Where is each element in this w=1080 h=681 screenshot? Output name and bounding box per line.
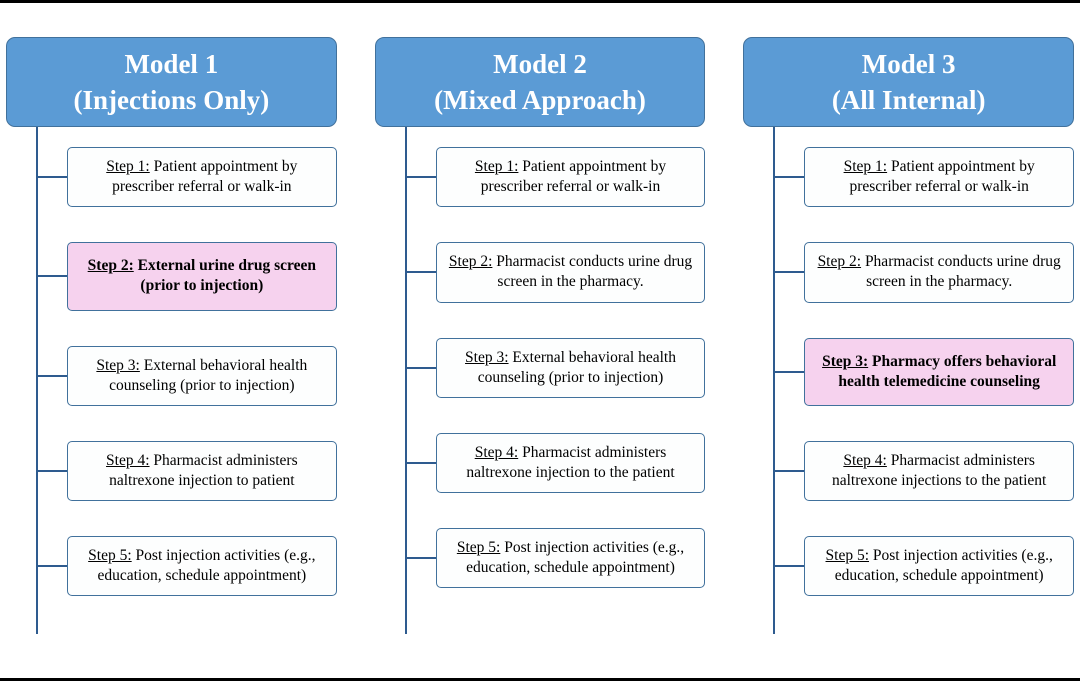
step-row: Step 5: Post injection activities (e.g.,… bbox=[405, 528, 706, 589]
step-text: Pharmacist administers naltrexone inject… bbox=[832, 451, 1047, 489]
model-3-header: Model 3 (All Internal) bbox=[743, 37, 1075, 127]
step-label: Step 4: bbox=[106, 451, 150, 469]
vertical-connector-line bbox=[404, 127, 407, 634]
step-label: Step 5: bbox=[456, 539, 501, 557]
step-box-model3-step3: Step 3: Pharmacy offers behavioral healt… bbox=[804, 337, 1075, 406]
horizontal-connector-line bbox=[37, 176, 67, 179]
step-row: Step 1: Patient appointment by prescribe… bbox=[37, 147, 337, 208]
horizontal-connector-line bbox=[774, 469, 805, 472]
step-text: Patient appointment by prescriber referr… bbox=[849, 158, 1035, 196]
step-box-model1-step1: Step 1: Patient appointment by prescribe… bbox=[67, 147, 337, 208]
step-row: Step 2: Pharmacist conducts urine drug s… bbox=[774, 242, 1075, 303]
step-row: Step 5: Post injection activities (e.g.,… bbox=[37, 536, 337, 597]
step-text: Pharmacy offers behavioral health teleme… bbox=[838, 352, 1057, 390]
step-box-model2-step2: Step 2: Pharmacist conducts urine drug s… bbox=[435, 242, 706, 303]
step-box-model3-step1: Step 1: Patient appointment by prescribe… bbox=[804, 147, 1075, 208]
horizontal-connector-line bbox=[405, 271, 436, 274]
step-text: Pharmacist conducts urine drug screen in… bbox=[861, 253, 1061, 291]
step-box-model2-step3: Step 3: External behavioral health couns… bbox=[435, 337, 706, 398]
step-row: Step 2: External urine drug screen (prio… bbox=[37, 242, 337, 311]
horizontal-connector-line bbox=[37, 469, 67, 472]
step-row: Step 3: External behavioral health couns… bbox=[405, 337, 706, 398]
horizontal-connector-line bbox=[405, 461, 436, 464]
step-label: Step 1: bbox=[106, 158, 150, 175]
vertical-connector-line bbox=[773, 127, 776, 634]
step-label: Step 1: bbox=[843, 158, 888, 175]
step-box-model2-step1: Step 1: Patient appointment by prescribe… bbox=[435, 147, 706, 208]
step-box-model1-step3: Step 3: External behavioral health couns… bbox=[67, 345, 337, 406]
step-label: Step 3: bbox=[465, 348, 509, 366]
model-2-header: Model 2 (Mixed Approach) bbox=[374, 37, 706, 127]
model-1-header: Model 1 (Injections Only) bbox=[6, 37, 337, 127]
step-box-model2-step5: Step 5: Post injection activities (e.g.,… bbox=[435, 528, 706, 589]
step-label: Step 2: bbox=[448, 253, 493, 271]
horizontal-connector-line bbox=[774, 176, 805, 179]
step-label: Step 5: bbox=[88, 547, 132, 565]
horizontal-connector-line bbox=[774, 370, 805, 373]
step-row: Step 3: External behavioral health couns… bbox=[37, 345, 337, 406]
model-2-column: Model 2 (Mixed Approach) Step 1: Patient… bbox=[374, 3, 706, 678]
step-row: Step 4: Pharmacist administers naltrexon… bbox=[774, 440, 1075, 502]
step-box-model1-step4: Step 4: Pharmacist administers naltrexon… bbox=[67, 440, 337, 502]
horizontal-connector-line bbox=[37, 565, 67, 568]
horizontal-connector-line bbox=[405, 366, 436, 369]
horizontal-connector-line bbox=[774, 565, 805, 568]
model-1-steps: Step 1: Patient appointment by prescribe… bbox=[6, 127, 337, 678]
step-label: Step 3: bbox=[96, 356, 140, 374]
step-text: External behavioral health counseling (p… bbox=[109, 356, 308, 394]
step-box-model1-step5: Step 5: Post injection activities (e.g.,… bbox=[67, 536, 337, 597]
step-row: Step 3: Pharmacy offers behavioral healt… bbox=[774, 337, 1075, 406]
step-text: Pharmacist administers naltrexone inject… bbox=[109, 451, 298, 489]
step-label: Step 3: bbox=[822, 352, 869, 370]
step-text: External behavioral health counseling (p… bbox=[477, 348, 676, 386]
model-3-title: Model 3 bbox=[861, 48, 956, 79]
model-3-column: Model 3 (All Internal) Step 1: Patient a… bbox=[743, 3, 1075, 678]
models-diagram: Model 1 (Injections Only) Step 1: Patien… bbox=[0, 3, 1080, 678]
step-row: Step 1: Patient appointment by prescribe… bbox=[405, 147, 706, 208]
step-box-model2-step4: Step 4: Pharmacist administers naltrexon… bbox=[435, 432, 706, 494]
step-label: Step 2: bbox=[817, 253, 862, 271]
step-label: Step 2: bbox=[87, 257, 134, 275]
step-text: Pharmacist conducts urine drug screen in… bbox=[492, 253, 693, 291]
step-row: Step 4: Pharmacist administers naltrexon… bbox=[37, 440, 337, 502]
step-box-model3-step5: Step 5: Post injection activities (e.g.,… bbox=[804, 536, 1075, 597]
model-1-title: Model 1 bbox=[124, 48, 219, 79]
step-box-model1-step2: Step 2: External urine drug screen (prio… bbox=[67, 242, 337, 311]
model-3-subtitle: (All Internal) bbox=[831, 85, 986, 115]
step-row: Step 5: Post injection activities (e.g.,… bbox=[774, 536, 1075, 597]
step-text: External urine drug screen (prior to inj… bbox=[133, 257, 316, 295]
step-label: Step 4: bbox=[843, 451, 887, 469]
model-2-steps: Step 1: Patient appointment by prescribe… bbox=[375, 127, 706, 678]
step-text: Post injection activities (e.g., educati… bbox=[466, 539, 685, 577]
step-box-model3-step4: Step 4: Pharmacist administers naltrexon… bbox=[804, 440, 1075, 502]
horizontal-connector-line bbox=[405, 176, 436, 179]
model-2-title: Model 2 bbox=[493, 48, 587, 79]
horizontal-connector-line bbox=[774, 271, 805, 274]
step-text: Post injection activities (e.g., educati… bbox=[834, 547, 1053, 585]
model-1-column: Model 1 (Injections Only) Step 1: Patien… bbox=[6, 3, 337, 678]
step-row: Step 4: Pharmacist administers naltrexon… bbox=[405, 432, 706, 494]
step-text: Patient appointment by prescriber referr… bbox=[112, 158, 298, 196]
vertical-connector-line bbox=[36, 127, 38, 634]
step-text: Patient appointment by prescriber referr… bbox=[480, 158, 667, 196]
horizontal-connector-line bbox=[405, 557, 436, 560]
step-label: Step 1: bbox=[474, 158, 519, 175]
step-row: Step 1: Patient appointment by prescribe… bbox=[774, 147, 1075, 208]
horizontal-connector-line bbox=[37, 275, 67, 278]
model-3-steps: Step 1: Patient appointment by prescribe… bbox=[743, 127, 1075, 678]
step-label: Step 5: bbox=[825, 547, 870, 565]
step-label: Step 4: bbox=[474, 443, 519, 461]
step-box-model3-step2: Step 2: Pharmacist conducts urine drug s… bbox=[804, 242, 1075, 303]
model-2-subtitle: (Mixed Approach) bbox=[434, 85, 646, 115]
horizontal-connector-line bbox=[37, 374, 67, 377]
step-text: Post injection activities (e.g., educati… bbox=[97, 547, 316, 585]
model-1-subtitle: (Injections Only) bbox=[73, 85, 270, 115]
step-text: Pharmacist administers naltrexone inject… bbox=[466, 443, 675, 481]
step-row: Step 2: Pharmacist conducts urine drug s… bbox=[405, 242, 706, 303]
